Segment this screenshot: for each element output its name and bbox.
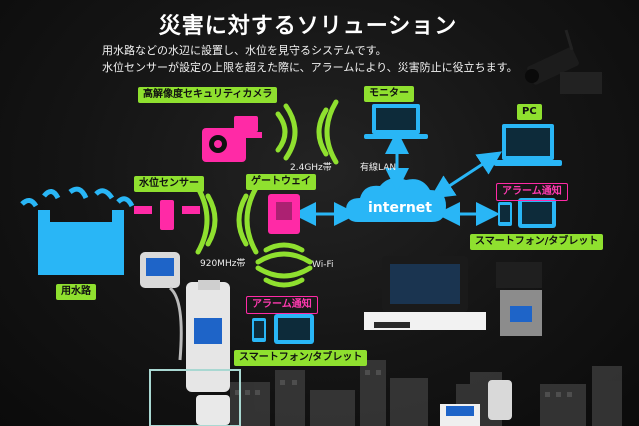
label-gateway: ゲートウェイ [246, 174, 316, 190]
wifi-waves-icon [255, 242, 313, 288]
label-camera: 高解像度セキュリティカメラ [138, 87, 278, 103]
wifi-waves-icon [195, 185, 259, 255]
panel-title: 災害に対するソリューション [158, 14, 458, 39]
smartphone-icon [498, 202, 512, 226]
subtitle-line-1: 用水路などの水辺に設置し、水位を見守るシステムです。 [102, 44, 387, 57]
label-water-sensor: 水位センサー [134, 176, 204, 192]
tablet-icon [274, 314, 314, 344]
tablet-icon [518, 198, 556, 228]
cloud-icon [346, 178, 446, 222]
camera-icon [525, 29, 579, 85]
pc-icon [494, 124, 562, 166]
label-wifi: Wi-Fi [312, 260, 334, 270]
label-smartphone-bottom: スマートフォン/タブレット [234, 350, 368, 366]
arrow-icon [292, 130, 503, 226]
label-mhz: 920MHz帯 [200, 259, 246, 269]
gateway-icon [268, 194, 300, 234]
label-canal: 用水路 [56, 284, 96, 300]
label-alarm-top: アラーム通知 [496, 183, 568, 201]
sensor-icon [134, 200, 200, 230]
camera-icon [202, 116, 262, 162]
label-alarm-bottom: アラーム通知 [246, 296, 318, 314]
subtitle-line-2: 水位センサーが設定の上限を超えた際に、アラームにより、災害防止に役立ちます。 [102, 61, 518, 74]
device-label-card [560, 72, 602, 94]
glass-tank [149, 369, 241, 426]
water-tank-icon [20, 186, 135, 275]
smartphone-icon [252, 318, 266, 342]
label-ghz: 2.4GHz帯 [290, 163, 332, 173]
wifi-waves-icon [275, 99, 339, 165]
label-monitor: モニター [364, 86, 414, 102]
internet-label: internet [367, 200, 432, 216]
label-pc: PC [517, 104, 542, 120]
label-smartphone-top: スマートフォン/タブレット [470, 234, 604, 250]
label-lan: 有線LAN [360, 163, 397, 173]
monitor-icon [364, 104, 428, 139]
